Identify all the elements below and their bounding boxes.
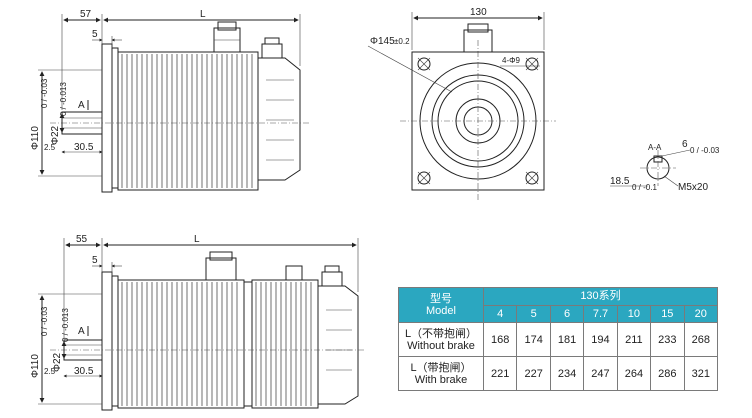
side-view-top: 57 L 5 Φ110 0 / -0.03 Φ22 0 / -0.013 30.… (30, 9, 310, 193)
section-mark-a-bottom: A (78, 326, 85, 337)
dim-55: 55 (76, 234, 88, 245)
dim-l: L (200, 9, 206, 20)
col-header: 6 (549, 304, 585, 324)
table-cell: 247 (583, 356, 618, 391)
table-cell: 286 (650, 356, 685, 391)
section-title: A-A (648, 143, 662, 152)
dim-phi110-tol-bottom: 0 / -0.03 (40, 306, 49, 336)
table-cell: 321 (683, 356, 719, 391)
dim-2-5-bottom: 2.5 (44, 367, 56, 376)
dim-57: 57 (80, 9, 92, 20)
table-cell: 168 (482, 322, 518, 358)
col-header: 4 (482, 304, 518, 324)
dim-phi145-tol: ±0.2 (394, 37, 410, 46)
dim-5-bottom: 5 (92, 255, 98, 266)
encoder-cover-bottom (317, 285, 359, 405)
side-view-bottom: 55 L 5 Φ110 0 / -0.03 Φ22 0 / -0.013 30.… (30, 234, 366, 411)
dim-phi22-tol: 0 / -0.013 (59, 82, 68, 116)
table-cell: 181 (549, 322, 585, 358)
table-row: L（不带抱闸） Without brake 168 174 181 194 21… (398, 322, 719, 358)
dim-6: 6 (682, 139, 688, 150)
table-cell: 227 (516, 356, 551, 391)
col-header: 5 (516, 304, 551, 324)
table-cell: 233 (650, 322, 685, 358)
row-label-cn: L（不带抱闸） (404, 327, 478, 340)
section-a-a: A-A 6 0 / -0.03 18.5 0 / -0.1 M5x20 (610, 139, 720, 193)
dim-30-5-bottom: 30.5 (74, 366, 94, 377)
dim-18-5: 18.5 (610, 176, 630, 187)
row-label-en: Without brake (407, 339, 475, 352)
section-mark-a: A (78, 100, 85, 111)
mounting-holes (417, 57, 539, 185)
dim-4-phi9: 4-Φ9 (502, 56, 520, 65)
model-cn: 型号 (430, 293, 452, 306)
dim-6-tol: 0 / -0.03 (690, 146, 720, 155)
model-header: 型号 Model (398, 286, 484, 324)
dim-phi110: Φ110 (30, 126, 41, 150)
spec-table: 型号 Model 130系列 4 5 6 7.7 10 15 20 L（不带抱闸… (398, 286, 719, 391)
col-header: 20 (683, 304, 719, 324)
dim-2-5: 2.5 (44, 143, 56, 152)
column-header-row: 4 5 6 7.7 10 15 20 (399, 304, 719, 324)
table-cell: 268 (683, 322, 719, 358)
table-cell: 221 (482, 356, 518, 391)
table-row: L（带抱闸） With brake 221 227 234 247 264 28… (398, 356, 719, 391)
dim-5: 5 (92, 29, 98, 40)
dim-phi110-bottom: Φ110 (30, 354, 41, 378)
table-cell: 194 (583, 322, 618, 358)
series-header: 130系列 (483, 287, 718, 306)
table-header-row: 型号 Model 130系列 (398, 286, 718, 324)
dim-130: 130 (470, 7, 487, 18)
row-label: L（不带抱闸） Without brake (398, 322, 484, 358)
cooling-fins-bottom (121, 282, 312, 406)
table-cell: 174 (516, 322, 551, 358)
dim-phi22-bottom: Φ22 (52, 352, 63, 372)
model-en: Model (426, 305, 456, 318)
table-cell: 264 (616, 356, 652, 391)
col-header: 10 (616, 304, 652, 324)
row-label-en: With brake (414, 373, 468, 386)
table-cell: 211 (616, 322, 652, 358)
front-view: 130 Φ145 ±0.2 4-Φ9 (367, 7, 556, 200)
encoder-cover (257, 57, 301, 181)
table-cell: 234 (549, 356, 585, 391)
brake-section (251, 279, 319, 409)
dim-m5x20: M5x20 (678, 182, 708, 193)
col-header: 15 (650, 304, 685, 324)
cooling-fins (121, 54, 253, 188)
dim-l-bottom: L (194, 234, 200, 245)
dim-30-5: 30.5 (74, 142, 94, 153)
row-label: L（带抱闸） With brake (398, 356, 484, 391)
dim-phi110-tol: 0 / -0.03 (40, 78, 49, 108)
dim-18-5-tol: 0 / -0.1 (632, 183, 657, 192)
dim-phi145: Φ145 (370, 36, 395, 47)
dim-phi22: Φ22 (50, 125, 61, 145)
col-header: 7.7 (583, 304, 618, 324)
dim-phi22-tol-bottom: 0 / -0.013 (61, 308, 70, 342)
row-label-cn: L（带抱闸） (410, 361, 472, 374)
